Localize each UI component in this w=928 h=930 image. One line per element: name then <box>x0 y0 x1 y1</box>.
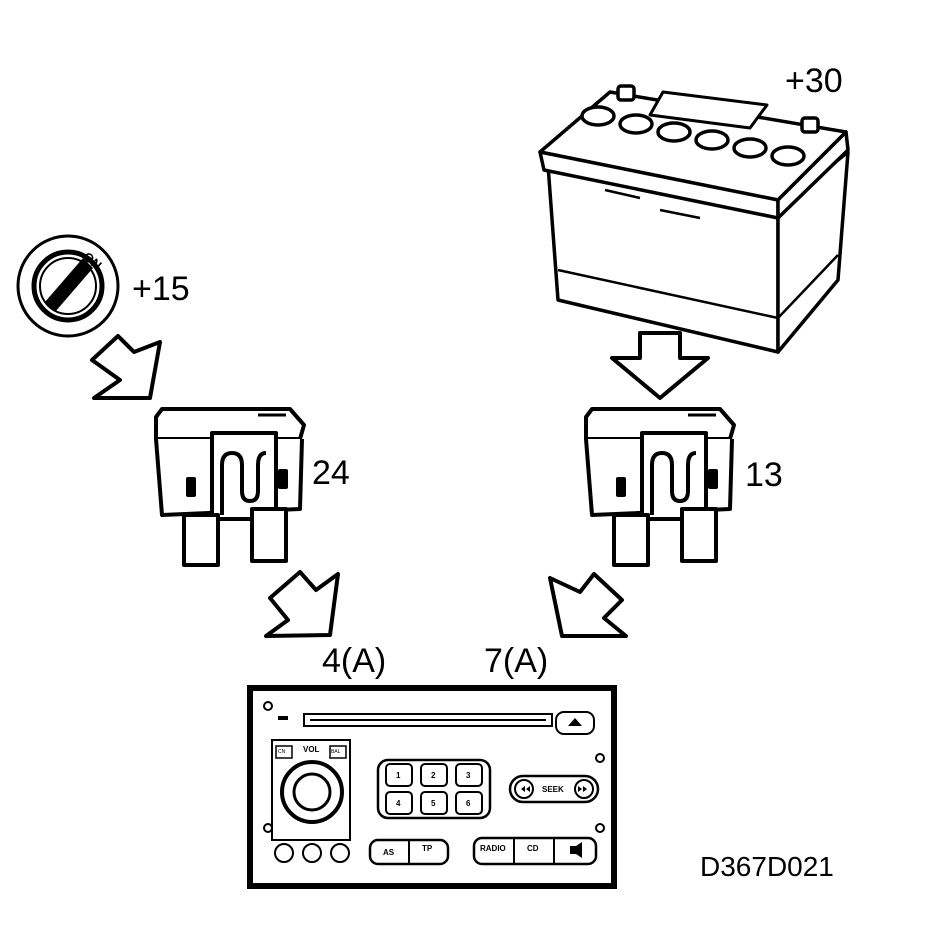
radio-unit-illustration <box>247 685 617 889</box>
radio-button-label: RADIO <box>480 844 506 853</box>
preset-button-1: 1 <box>396 771 401 780</box>
connector-7a-label: 7(A) <box>484 642 548 680</box>
preset-button-5: 5 <box>431 799 436 808</box>
arrow-ignition-to-fuse-icon <box>90 334 162 400</box>
cd-button-label: CD <box>527 844 539 853</box>
preset-button-3: 3 <box>466 771 471 780</box>
tp-button-label: TP <box>422 844 433 853</box>
radio-knob-center-label: VOL <box>303 745 320 754</box>
diagram-code: D367D021 <box>700 851 834 882</box>
seek-label: SEEK <box>542 785 564 794</box>
battery-terminal-label: +30 <box>785 62 843 100</box>
as-button-label: AS <box>383 848 395 857</box>
preset-button-4: 4 <box>396 799 401 808</box>
arrow-battery-to-fuse-icon <box>610 331 710 400</box>
arrow-fuse13-to-radio-icon <box>548 572 628 638</box>
ignition-switch-illustration <box>16 234 120 338</box>
fuse-24-label: 24 <box>312 454 350 492</box>
radio-knob-right-label: BAL <box>331 749 341 755</box>
ignition-terminal-label: +15 <box>132 270 190 308</box>
preset-button-2: 2 <box>431 771 436 780</box>
fuse-13-illustration <box>584 407 736 567</box>
battery-illustration <box>538 84 850 354</box>
connector-4a-label: 4(A) <box>322 642 386 680</box>
radio-knob-left-label: CN <box>278 749 286 755</box>
fuse-13-label: 13 <box>745 456 783 494</box>
fuse-24-illustration <box>154 407 306 567</box>
preset-button-6: 6 <box>466 799 471 808</box>
arrow-fuse24-to-radio-icon <box>264 570 340 638</box>
